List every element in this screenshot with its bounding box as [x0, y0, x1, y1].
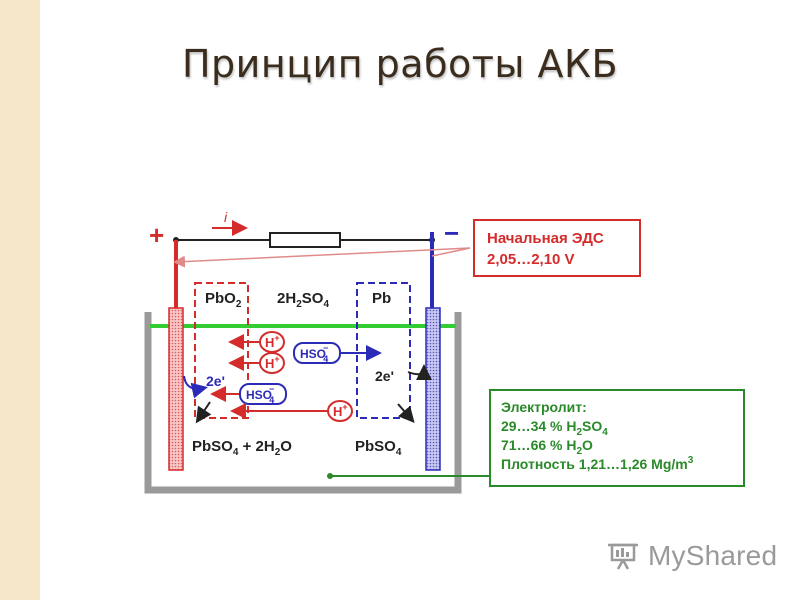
slide-title: Принцип работы АКБ: [181, 42, 619, 86]
h2so4-center-label: 2H2SO4: [277, 290, 329, 310]
emf-callout-line: [173, 247, 471, 268]
hso4-ion-left: HSO−4: [239, 383, 287, 405]
product-left: PbSO4 + 2H2O: [192, 438, 292, 458]
watermark-text: MyShared: [648, 540, 778, 571]
svg-text:H+: H+: [265, 354, 280, 371]
electron-arrow-left: [183, 375, 208, 399]
product-arrow-left: [195, 401, 212, 424]
minus-sign: −: [444, 218, 459, 248]
electrolyte-acid: 29…34 % H2SO4: [501, 418, 608, 438]
product-right: PbSO4: [355, 438, 402, 458]
emf-value: 2,05…2,10 V: [487, 251, 575, 268]
positive-electrode: [168, 307, 184, 471]
positive-reaction-zone: [194, 282, 249, 419]
electrolyte-water: 71…66 % H2O: [501, 437, 593, 457]
negative-electrode: [425, 307, 441, 471]
electron-label-right: 2e': [375, 368, 394, 384]
electron-arrow-right: [407, 364, 432, 381]
h-ion-middle: H+: [259, 352, 285, 374]
electrolyte-density: Плотность 1,21…1,26 Mg/m3: [501, 455, 694, 472]
product-arrow-right: [397, 403, 415, 424]
emf-box: [473, 219, 641, 277]
pb-label: Pb: [372, 290, 391, 307]
svg-text:HSO−4: HSO−4: [246, 384, 274, 405]
plus-sign: +: [149, 220, 164, 250]
battery-tank: [144, 312, 462, 494]
electrolyte-box: [489, 389, 745, 487]
emf-callout-line-2: [431, 247, 471, 257]
negative-reaction-zone: [356, 282, 411, 419]
svg-text:HSO−4: HSO−4: [300, 343, 328, 364]
hso4-ion-right: HSO−4: [293, 342, 341, 364]
h-ion-top: H+: [259, 331, 285, 353]
svg-text:H+: H+: [265, 333, 280, 350]
h-ion-bottom: H+: [327, 400, 353, 422]
resistor: [269, 232, 341, 248]
watermark: MyShared: [606, 540, 777, 572]
electron-label-left: 2e': [206, 373, 225, 389]
pbo2-label: PbO2: [205, 290, 242, 310]
svg-text:H+: H+: [333, 402, 348, 419]
presentation-icon: [608, 543, 638, 570]
current-label: i: [224, 209, 228, 225]
emf-title: Начальная ЭДС: [487, 230, 604, 247]
electrolyte-title: Электролит:: [501, 399, 587, 415]
decorative-side-strip: [0, 0, 40, 600]
